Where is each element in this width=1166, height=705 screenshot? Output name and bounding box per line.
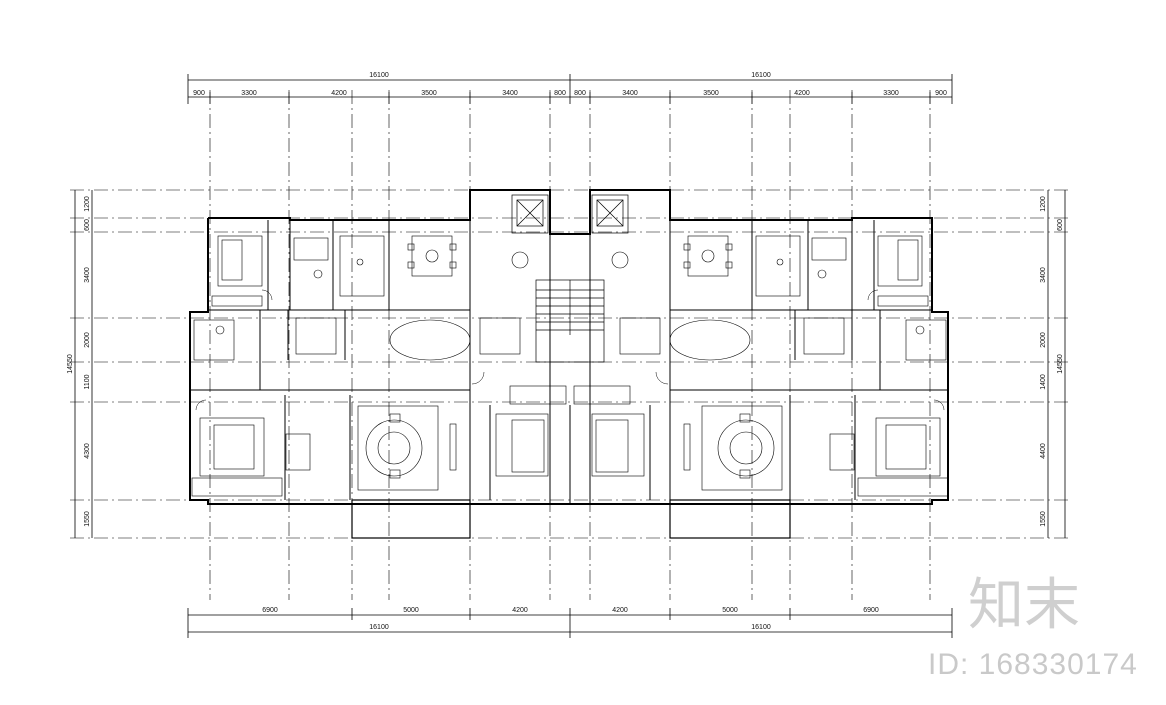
top-total-right: 16100 xyxy=(751,72,771,79)
bottom-dimension-lines xyxy=(187,608,953,638)
right-dim: 4400 xyxy=(1040,443,1047,459)
interior-walls xyxy=(189,218,949,504)
top-dim: 3300 xyxy=(241,90,257,97)
left-dim: 3400 xyxy=(84,267,91,283)
top-dim: 800 xyxy=(554,90,566,97)
top-dim: 900 xyxy=(935,90,947,97)
right-dim: 1200 xyxy=(1040,196,1047,212)
furniture-right-unit xyxy=(573,235,949,497)
exterior-walls xyxy=(189,189,949,539)
top-dim: 3500 xyxy=(703,90,719,97)
side-dimension-lines xyxy=(74,190,1066,538)
top-dimension-labels: 900 3300 4200 3500 3400 800 800 3400 350… xyxy=(193,90,947,97)
bottom-dim: 5000 xyxy=(722,607,738,614)
left-dim: 2000 xyxy=(84,332,91,348)
left-dim: 1550 xyxy=(84,511,91,527)
bottom-total-left: 16100 xyxy=(369,624,389,631)
right-dim: 3400 xyxy=(1040,267,1047,283)
top-dim: 900 xyxy=(193,90,205,97)
axis-grid-lines xyxy=(70,90,1070,600)
left-dim: 1200 xyxy=(84,196,91,212)
top-dim: 3400 xyxy=(502,90,518,97)
bottom-dim: 6900 xyxy=(863,607,879,614)
stair-core xyxy=(511,194,629,363)
top-total-left: 16100 xyxy=(369,72,389,79)
left-dimension-labels: 1200 14550 600 3400 2000 1100 4300 1550 xyxy=(67,196,91,527)
top-dim: 800 xyxy=(574,90,586,97)
watermark-id: ID: 168330174 xyxy=(928,648,1138,681)
left-dim: 4300 xyxy=(84,443,91,459)
top-dim: 3400 xyxy=(622,90,638,97)
bottom-dim: 5000 xyxy=(403,607,419,614)
top-dim: 3300 xyxy=(883,90,899,97)
right-dim: 1550 xyxy=(1040,511,1047,527)
right-dimension-labels: 1200 14550 600 3400 2000 1400 4400 1550 xyxy=(1040,196,1064,527)
bottom-dim: 6900 xyxy=(262,607,278,614)
bottom-total-right: 16100 xyxy=(751,624,771,631)
top-dim: 4200 xyxy=(331,90,347,97)
bottom-dim: 4200 xyxy=(612,607,628,614)
right-dim: 600 xyxy=(1057,219,1064,231)
top-dim: 3500 xyxy=(421,90,437,97)
watermark-logo-text: 知末 xyxy=(968,573,1080,634)
watermark-logo: 知末 xyxy=(968,573,1080,634)
door-swings xyxy=(195,289,945,411)
bottom-dimension-labels: 6900 5000 4200 4200 5000 6900 16100 1610… xyxy=(262,607,879,631)
left-dim: 600 xyxy=(84,219,91,231)
left-dim-total: 14550 xyxy=(67,354,74,374)
bottom-dim: 4200 xyxy=(512,607,528,614)
right-dim: 2000 xyxy=(1040,332,1047,348)
top-dimension-lines xyxy=(187,74,953,104)
top-dim: 4200 xyxy=(794,90,810,97)
top-total-labels: 16100 16100 xyxy=(369,72,771,79)
right-dim: 1400 xyxy=(1040,374,1047,390)
furniture-left-unit xyxy=(191,235,567,497)
left-dim: 1100 xyxy=(84,374,91,389)
right-dim-total: 14550 xyxy=(1057,354,1064,374)
